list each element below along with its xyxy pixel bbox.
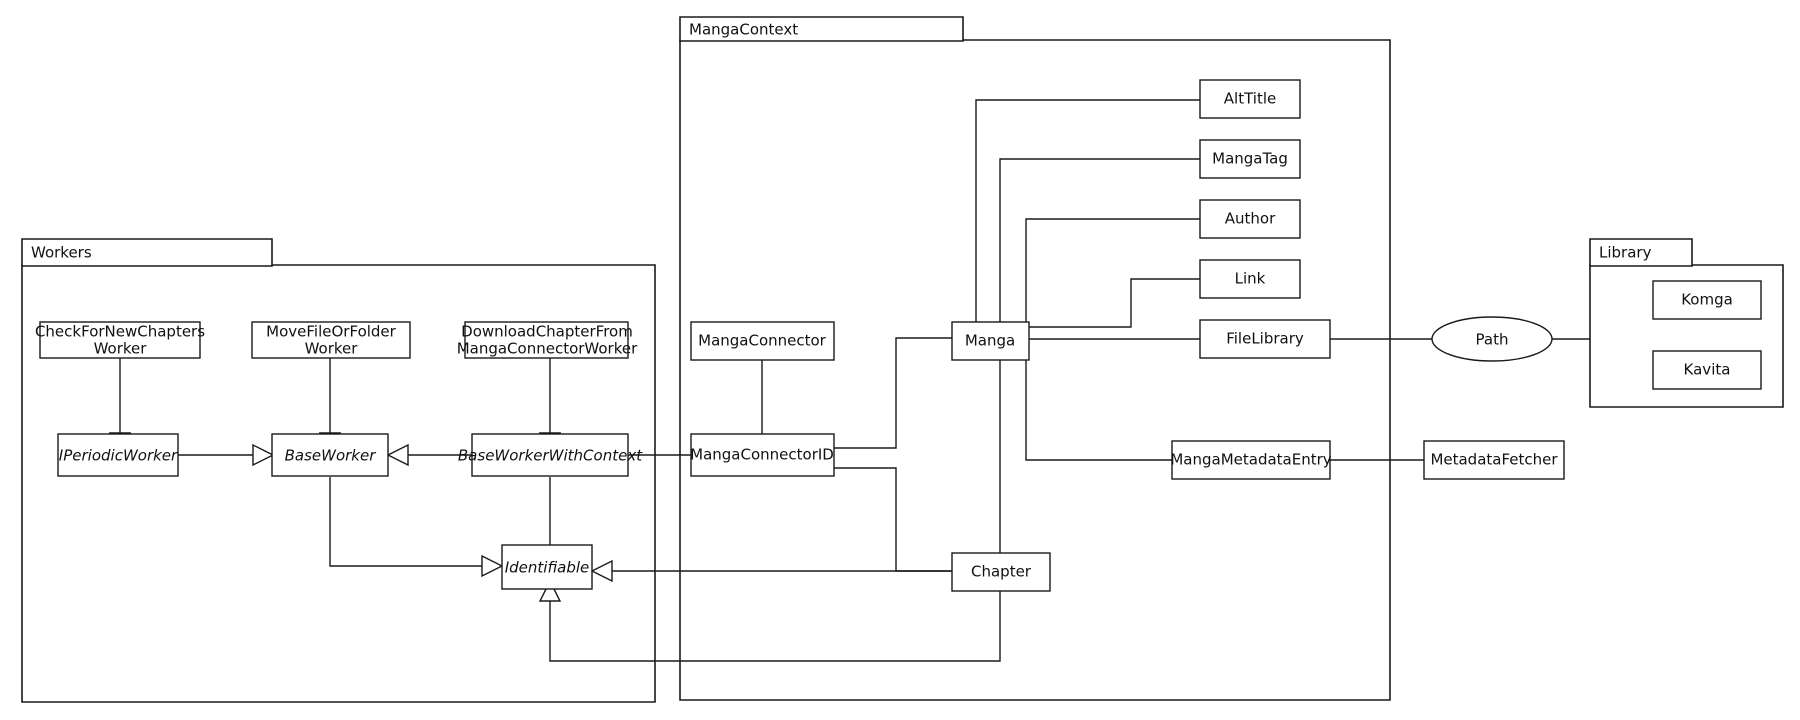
node-mangametadataentry[interactable]: MangaMetadataEntry	[1170, 440, 1332, 480]
package-library-tab	[1589, 238, 1693, 267]
node-label: MangaMetadataEntry	[1170, 451, 1331, 469]
node-box	[501, 544, 593, 590]
node-box	[1652, 280, 1762, 320]
edge-manga-mangametadataentry	[1025, 353, 1172, 461]
node-label: BaseWorker	[285, 447, 377, 465]
edge-manga-author	[1025, 218, 1200, 325]
node-label: MangaTag	[1212, 150, 1288, 168]
node-iperiodicworker[interactable]: IPeriodicWorker	[57, 433, 179, 477]
node-label-line1: DownloadChapterFrom	[461, 323, 633, 341]
node-check-for-new-chapters-worker[interactable]: CheckForNewChapters Worker	[35, 321, 205, 359]
generalization-arrow-identifiable-right	[590, 559, 613, 583]
node-label: AltTitle	[1224, 90, 1276, 108]
edge-manga-alttitle	[975, 99, 1200, 325]
node-label: Author	[1225, 210, 1276, 228]
node-label: IPeriodicWorker	[59, 447, 178, 465]
node-manga[interactable]: Manga	[951, 321, 1030, 361]
package-workers-label: Workers	[31, 244, 92, 262]
node-label-line1: MoveFileOrFolder	[266, 323, 396, 341]
edge-mangaconnectorid-manga	[834, 337, 952, 449]
generalization-arrow-baseworker-left	[252, 443, 275, 467]
edge-chapter-identifiable-bottom	[549, 587, 1001, 662]
node-author[interactable]: Author	[1199, 199, 1301, 239]
package-mangacontext-label: MangaContext	[689, 21, 798, 39]
node-download-chapter-from-manga-connector-worker[interactable]: DownloadChapterFrom MangaConnectorWorker	[457, 321, 638, 359]
node-baseworkerwithcontext[interactable]: BaseWorkerWithContext	[458, 433, 643, 477]
node-label: FileLibrary	[1226, 330, 1304, 348]
node-identifiable[interactable]: Identifiable	[501, 544, 593, 590]
node-label: Chapter	[971, 563, 1032, 581]
node-path[interactable]: Path	[1431, 316, 1553, 362]
node-ellipse	[1431, 316, 1553, 362]
node-box	[1199, 79, 1301, 119]
node-box	[1199, 259, 1301, 299]
node-label: Link	[1235, 270, 1266, 288]
node-box	[464, 321, 629, 359]
node-label-line1: CheckForNewChapters	[35, 323, 205, 341]
edge-manga-link	[1029, 278, 1200, 328]
node-label: Komga	[1681, 291, 1733, 309]
node-mangaconnector[interactable]: MangaConnector	[690, 321, 835, 361]
node-box	[690, 321, 835, 361]
node-label-line2: Worker	[94, 340, 148, 358]
node-metadatafetcher[interactable]: MetadataFetcher	[1423, 440, 1565, 480]
node-box	[57, 433, 179, 477]
package-library-label: Library	[1599, 244, 1652, 262]
node-baseworker[interactable]: BaseWorker	[271, 433, 389, 477]
package-mangacontext-tab	[679, 16, 964, 42]
node-label: BaseWorkerWithContext	[458, 447, 643, 465]
node-label: MangaConnector	[698, 332, 827, 350]
generalization-arrow-baseworker-right	[386, 443, 409, 467]
node-mangaconnectorid[interactable]: MangaConnectorID	[690, 433, 835, 477]
node-chapter[interactable]: Chapter	[951, 552, 1051, 592]
node-label: Identifiable	[505, 559, 590, 577]
node-alttitle[interactable]: AltTitle	[1199, 79, 1301, 119]
node-box	[251, 321, 411, 359]
node-box	[1171, 440, 1331, 480]
generalization-arrow-identifiable-bottom	[538, 579, 562, 602]
node-box	[951, 552, 1051, 592]
node-mangatag[interactable]: MangaTag	[1199, 139, 1301, 179]
node-box	[1199, 139, 1301, 179]
node-box	[271, 433, 389, 477]
node-move-file-or-folder-worker[interactable]: MoveFileOrFolder Worker	[251, 321, 411, 359]
node-label: MangaConnectorID	[690, 446, 834, 464]
node-box	[471, 433, 629, 477]
package-workers-tab	[21, 238, 273, 267]
node-label: Kavita	[1684, 361, 1731, 379]
node-box	[39, 321, 201, 359]
edge-manga-mangatag	[999, 158, 1200, 325]
node-box	[1423, 440, 1565, 480]
node-box	[1199, 199, 1301, 239]
edge-baseworker-identifiable	[329, 477, 484, 567]
node-filelibrary[interactable]: FileLibrary	[1199, 319, 1331, 359]
package-workers-body	[21, 264, 656, 703]
node-box	[1652, 350, 1762, 390]
node-kavita[interactable]: Kavita	[1652, 350, 1762, 390]
edge-layer	[119, 99, 1590, 662]
node-label-line2: MangaConnectorWorker	[457, 340, 638, 358]
package-mangacontext-body	[679, 39, 1391, 701]
package-workers[interactable]: Workers	[21, 238, 656, 703]
node-box	[690, 433, 835, 477]
generalization-arrow-identifiable-left	[481, 554, 504, 578]
node-link[interactable]: Link	[1199, 259, 1301, 299]
node-box	[1199, 319, 1331, 359]
node-label-line2: Worker	[305, 340, 359, 358]
node-komga[interactable]: Komga	[1652, 280, 1762, 320]
node-label: MetadataFetcher	[1430, 451, 1558, 469]
node-label: Manga	[965, 332, 1015, 350]
node-box	[951, 321, 1030, 361]
node-label: Path	[1476, 331, 1509, 349]
